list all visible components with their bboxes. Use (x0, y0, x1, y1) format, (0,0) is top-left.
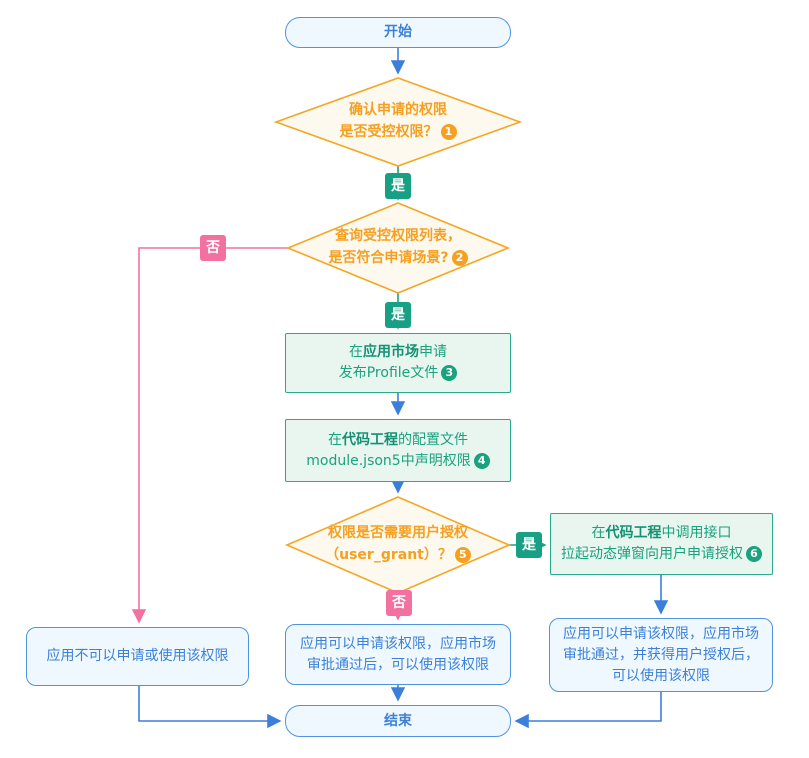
badge-yes-2: 是 (385, 302, 411, 328)
edge-d2-no-to-nouse (131, 247, 288, 624)
decision-2-line2: 是否符合申请场景?2 (288, 247, 508, 269)
step-6-circle: 6 (746, 546, 762, 562)
step-4-circle: 4 (473, 452, 490, 469)
result-no-use-label: 应用不可以申请或使用该权限 (46, 648, 229, 664)
decision-1-line2: 是否受控权限？1 (288, 121, 508, 143)
decision-3-line1: 权限是否需要用户授权 (328, 525, 468, 541)
badge-no-bottom: 否 (386, 590, 412, 616)
start-node: 开始 (285, 17, 511, 48)
result-no-use-node: 应用不可以申请或使用该权限 (26, 627, 249, 686)
badge-yes-1: 是 (385, 173, 411, 199)
process-market-line1: 在应用市场申请 (349, 344, 447, 360)
decision-1-line1: 确认申请的权限 (349, 102, 447, 118)
decision-2-line1: 查询受控权限列表， (335, 228, 461, 244)
diamond-1-shape (273, 77, 523, 167)
process-module-line1: 在代码工程的配置文件 (328, 431, 468, 448)
result-granted-node: 应用可以申请该权限，应用市场审批通过，并获得用户授权后，可以使用该权限 (549, 618, 773, 692)
decision-3-label: 权限是否需要用户授权 （user_grant）？5 (288, 522, 508, 566)
step-3-circle: 3 (441, 365, 458, 381)
process-popup-line1: 在代码工程中调用接口 (591, 525, 732, 541)
result-approved-label: 应用可以申请该权限，应用市场审批通过后，可以使用该权限 (300, 635, 496, 673)
badge-yes-3: 是 (516, 532, 542, 558)
edge-granted-to-end (514, 692, 662, 729)
decision-1-label: 确认申请的权限 是否受控权限？1 (288, 99, 508, 143)
decision-2-label: 查询受控权限列表， 是否符合申请场景?2 (288, 225, 508, 269)
start-label: 开始 (384, 24, 412, 40)
edge-nouse-to-end (138, 686, 282, 729)
decision-3-line2: （user_grant）？5 (288, 544, 508, 566)
end-node: 结束 (285, 705, 511, 737)
step-2-circle: 2 (451, 250, 468, 266)
diamond-2-shape (285, 202, 511, 294)
step-5-circle: 5 (454, 547, 471, 563)
result-granted-label: 应用可以申请该权限，应用市场审批通过，并获得用户授权后，可以使用该权限 (563, 625, 759, 684)
step-1-circle: 1 (440, 124, 457, 140)
result-approved-node: 应用可以申请该权限，应用市场审批通过后，可以使用该权限 (285, 624, 511, 685)
end-label: 结束 (384, 712, 412, 729)
badge-no-left: 否 (200, 235, 226, 261)
